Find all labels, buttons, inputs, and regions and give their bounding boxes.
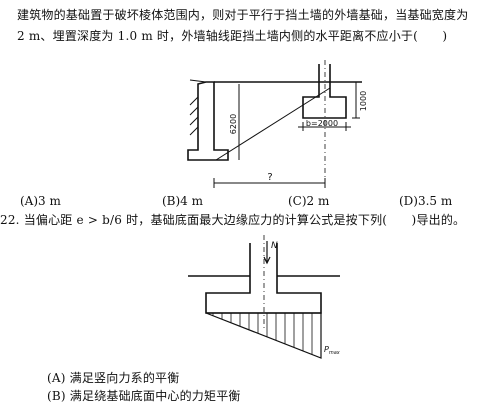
q21-option-c[interactable]: (C)2 m xyxy=(288,194,330,208)
width-label: b=2000 xyxy=(306,119,338,128)
q21-option-d[interactable]: (D)3.5 m xyxy=(399,194,453,208)
q21-stem-line1: 建筑物的基础置于破坏棱体范围内，则对于平行于挡土墙的外墙基础，当基础宽度为 xyxy=(17,8,469,22)
eccentric-foundation xyxy=(205,243,322,314)
failure-wedge-line xyxy=(215,87,331,161)
q21-option-a[interactable]: (A)3 m xyxy=(20,194,61,208)
load-label: N xyxy=(271,241,278,251)
pmax-label: Pmax xyxy=(324,345,340,356)
q22-figure: N Pmax xyxy=(188,235,340,359)
unknown-label: ? xyxy=(267,172,272,183)
q22-option-a[interactable]: (A) 满足竖向力系的平衡 xyxy=(47,371,180,385)
retaining-wall xyxy=(187,81,229,161)
foundation xyxy=(302,64,347,119)
q21-stem-line2: 2 m、埋置深度为 1.0 m 时，外墙轴线距挡土墙内侧的水平距离不应小于( ) xyxy=(17,29,448,43)
pressure-hatch xyxy=(212,313,313,354)
pressure-diagram xyxy=(205,312,322,359)
depth-label: 1000 xyxy=(359,91,368,111)
q22-option-b[interactable]: (B) 满足绕基础底面中心的力矩平衡 xyxy=(47,389,241,403)
q21-option-b[interactable]: (B)4 m xyxy=(162,194,204,208)
q21-figure: 6200 1000 b=2000 ? xyxy=(187,60,368,188)
height-label: 6200 xyxy=(229,114,238,134)
soil-hatching xyxy=(189,96,199,136)
q22-stem: 22. 当偏心距 e > b/6 时，基础底面最大边缘应力的计算公式是按下列( … xyxy=(0,213,466,227)
